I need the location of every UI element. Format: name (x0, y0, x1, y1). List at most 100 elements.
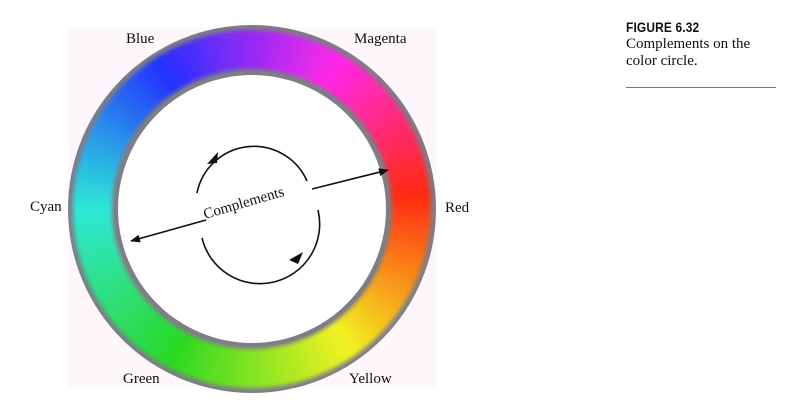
complement-arrow (130, 219, 207, 243)
hue-ring-segment (297, 39, 318, 79)
hue-ring-segment (87, 131, 126, 155)
hue-ring-segment (336, 66, 367, 102)
hue-ring-segment (368, 281, 406, 309)
hue-ring-segment (292, 37, 313, 78)
hue-ring-segment (359, 293, 395, 324)
hue-ring-segment (360, 96, 397, 126)
hue-ring-segment (128, 310, 161, 345)
hue-ring-segment (332, 62, 362, 99)
label-green: Green (123, 371, 160, 387)
hue-ring-segment (92, 120, 131, 146)
hue-ring-segment (79, 154, 119, 173)
hue-ring-segment (134, 68, 166, 104)
hue-ring-segment (322, 326, 350, 364)
label-magenta: Magenta (354, 31, 407, 47)
rotation-arrowhead (207, 152, 218, 164)
label-red: Red (445, 200, 470, 216)
hue-ring-segment (121, 81, 155, 114)
hue-ring-segment (182, 41, 204, 81)
hue-ring-segment (366, 106, 404, 134)
hue-ring-segment (376, 268, 415, 292)
hue-ring-segment (197, 342, 216, 382)
hue-ring-segment (78, 243, 119, 262)
rotation-arrow-lower (201, 209, 321, 285)
hue-ring-segment (369, 111, 407, 139)
hue-ring-segment (382, 254, 422, 275)
hue-ring-segment (77, 239, 117, 256)
hue-ring-segment (115, 299, 150, 332)
rotation-arrow-upper (196, 145, 308, 194)
hue-ring-segment (205, 34, 222, 74)
hue-ring-segment (152, 325, 180, 363)
hue-ring-segment (390, 187, 431, 199)
hue-ring-segment (170, 45, 195, 85)
hue-ring-segment (75, 234, 116, 250)
hue-ring-segment (191, 340, 212, 381)
hue-ring-segment (362, 289, 399, 319)
hue-ring-segment (385, 156, 426, 175)
hue-ring-segment (277, 345, 293, 386)
complement-arrow (311, 168, 389, 190)
hue-ring-segment (380, 259, 420, 281)
hue-ring-segment (363, 101, 400, 130)
hue-ring-segment (105, 99, 142, 129)
hue-ring-segment (388, 168, 429, 184)
hue-ring-segment (350, 82, 385, 115)
hue-ring-segment (88, 266, 128, 291)
hue-ring-segment (389, 174, 430, 189)
hue-ring-segment (327, 323, 355, 361)
hue-ring-segment (124, 306, 157, 340)
hue-ring-segment (283, 34, 301, 75)
hue-ring-segment (338, 314, 370, 350)
hue-ring-segment (365, 285, 403, 314)
hue-ring-segment (354, 86, 389, 119)
hue-ring-segment (387, 162, 427, 179)
hue-ring-segment (97, 279, 135, 307)
hue-ring-segment (111, 295, 147, 327)
hue-ring-segment (267, 347, 281, 387)
hue-ring-segment (324, 55, 352, 93)
hue-ring-segment (291, 341, 311, 381)
hue-ring-segment (217, 31, 232, 72)
hue-ring-segment (163, 330, 189, 369)
hue-ring-segment (119, 303, 154, 336)
hue-ring-segment (300, 337, 322, 377)
hue-ring-segment (391, 199, 431, 209)
hue-ring-segment (309, 333, 334, 373)
caption-text: Complements on the color circle. (626, 36, 751, 69)
hue-ring-segment (84, 137, 124, 159)
label-cyan: Cyan (30, 199, 62, 215)
hue-ring-segment (374, 122, 413, 147)
hue-ring-segment (80, 248, 120, 268)
hue-ring-segment (174, 335, 198, 374)
hue-ring-segment (137, 316, 168, 352)
hue-ring-segment (319, 52, 346, 90)
hue-ring-segment (193, 37, 213, 77)
hue-ring-segment (100, 284, 138, 312)
hue-ring-segment (383, 249, 424, 270)
hue-ring-segment (278, 33, 295, 73)
hue-ring-segment (176, 43, 199, 83)
hue-ring-segment (382, 144, 422, 165)
hue-ring-segment (98, 109, 136, 137)
hue-ring-segment (242, 30, 252, 70)
hue-ring-segment (74, 229, 115, 244)
hue-ring-segment (82, 143, 122, 164)
hue-ring-segment (80, 148, 121, 169)
hue-ring-segment (306, 44, 330, 83)
hue-ring-segment (318, 329, 345, 367)
hue-ring-segment (380, 139, 420, 161)
hue-ring-segment (82, 253, 122, 274)
hue-ring-segment (169, 333, 193, 372)
hue-ring-segment (165, 48, 190, 87)
figure-number: FIGURE 6.32 (626, 19, 700, 35)
hue-ring-segment (73, 209, 113, 219)
hue-ring-segment (346, 307, 379, 342)
hue-ring-segment (357, 91, 393, 123)
hue-ring-segment (347, 78, 380, 112)
hue-ring-segment (129, 72, 162, 107)
hue-ring-segment (211, 32, 227, 73)
hue-ring-segment (302, 41, 324, 81)
hue-ring-segment (371, 276, 409, 303)
